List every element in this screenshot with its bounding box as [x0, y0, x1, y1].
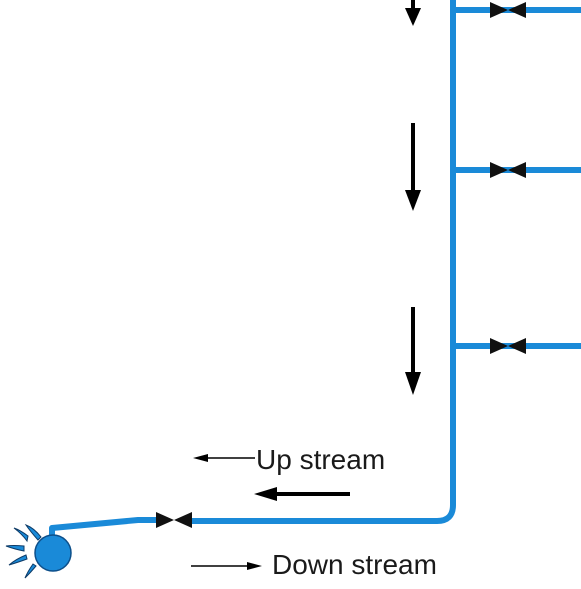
downstream-label: Down stream [272, 549, 437, 580]
valve-icon [490, 338, 526, 354]
upstream-label: Up stream [256, 444, 386, 475]
valve-icon [490, 162, 526, 178]
down-arrow-icon [405, 123, 421, 211]
flow-arrows [254, 0, 421, 501]
upstream-legend-arrow-icon [193, 454, 255, 462]
outlet-pipe [49, 517, 158, 540]
legend-arrows [191, 454, 262, 570]
downstream-legend-arrow-icon [191, 562, 262, 570]
valve-icon [156, 512, 192, 528]
down-arrow-icon [405, 0, 421, 26]
valve-icon [490, 2, 526, 18]
water-droplet-splash-icon [5, 523, 72, 579]
main-vertical-pipe [190, 0, 456, 524]
down-arrow-icon [405, 307, 421, 395]
valves [156, 2, 526, 528]
left-arrow-icon [254, 487, 350, 501]
